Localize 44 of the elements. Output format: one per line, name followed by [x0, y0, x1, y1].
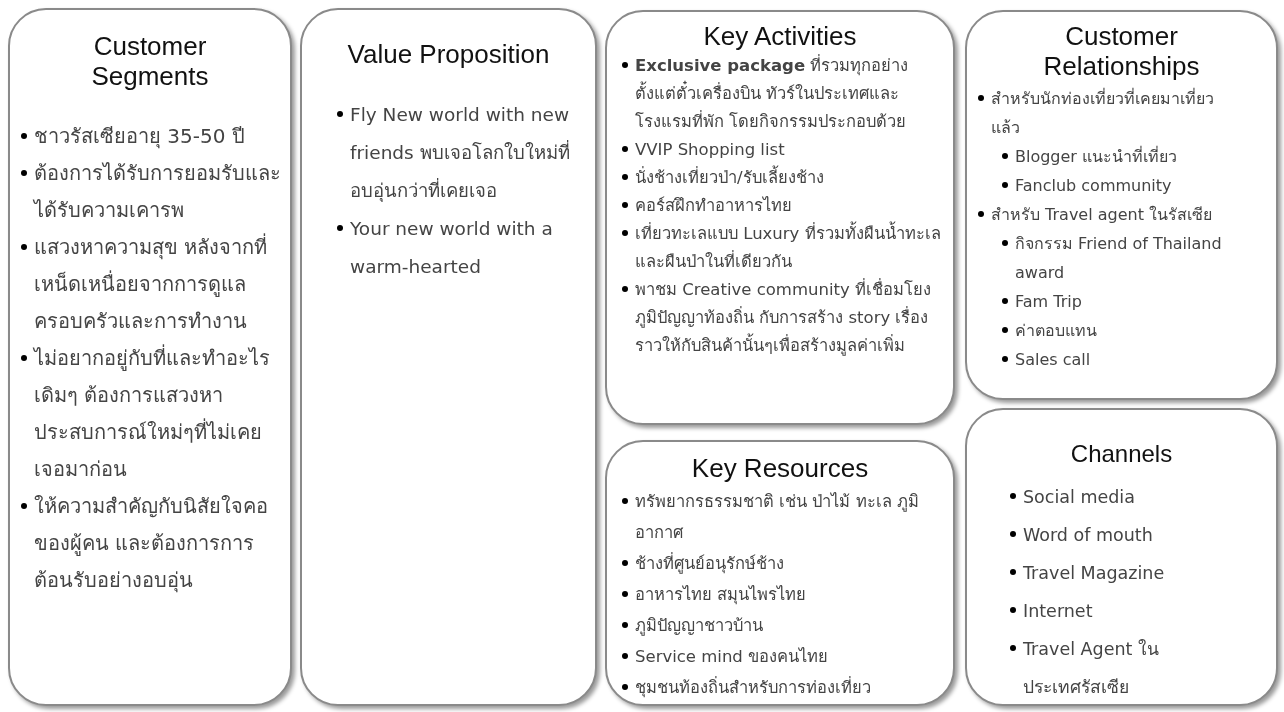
list-item: นั่งช้างเที่ยวป่า/รับเลี้ยงช้าง	[635, 164, 825, 189]
list-item: ช้างที่ศูนย์อนุรักษ์ช้าง	[635, 551, 785, 576]
list-item: VVIP Shopping list	[635, 138, 786, 161]
list-item: Fly New world with new friends พบเจอโลกใบใหม่ที่อบอุ่นกว่าที่เคยเจอ	[350, 102, 571, 204]
box-heading: Value Proposition	[346, 40, 551, 70]
list-item: Your new world with a warm-hearted	[350, 216, 554, 279]
list-item: ชาวรัสเซียอายุ 35-50 ปี	[34, 122, 246, 151]
canvas-box	[8, 8, 292, 706]
list-item: Social media	[1023, 485, 1136, 509]
list-item: Fam Trip	[1015, 290, 1083, 313]
list-item: Exclusive package ที่รวมทุกอย่างตั้งแต่ตั๋วเครื่องบิน ทัวร์ในประเทศและโรงแรมที่พัก โดยกิจกรรมประกอบด้วย	[635, 53, 910, 133]
list-item: ค่าตอบแทน	[1015, 319, 1098, 342]
box-heading: Channels	[1069, 440, 1174, 468]
list-item: สำหรับนักท่องเที่ยวที่เคยมาเที่ยวแล้ว	[991, 87, 1215, 139]
canvas-box	[300, 8, 597, 706]
list-item: ไม่อยากอยู่กับที่และทำอะไรเดิมๆ ต้องการแสวงหาประสบการณ์ใหม่ๆที่ไม่เคยเจอมาก่อน	[34, 343, 271, 483]
list-item: ทรัพยากรธรรมชาติ เช่น ป่าไม้ ทะเล ภูมิอากาศ	[635, 490, 920, 544]
list-item: กิจกรรม Friend of Thailand award	[1015, 232, 1223, 284]
list-item: Blogger แนะนำที่เที่ยว	[1015, 145, 1179, 168]
list-item: Fanclub community	[1015, 174, 1173, 197]
box-heading: Key Resources	[690, 454, 870, 484]
list-item: สำหรับ Travel agent ในรัสเซีย	[991, 203, 1214, 226]
list-item: ภูมิปัญญาชาวบ้าน	[635, 614, 764, 638]
box-heading: Customer Segments	[90, 32, 210, 92]
canvas-box	[605, 10, 955, 425]
list-item: ให้ความสำคัญกับนิสัยใจคอของผู้คน และต้องการการต้อนรับอย่างอบอุ่น	[34, 492, 269, 595]
list-item: Travel Agent ในประเทศรัสเซีย	[1023, 637, 1160, 699]
canvas-box	[965, 10, 1278, 400]
list-item: แสวงหาความสุข หลังจากที่เหน็ดเหนื่อยจากการดูแลครอบครัวและการทำงาน	[34, 232, 269, 335]
box-heading: Key Activities	[702, 22, 858, 52]
list-item: Service mind ของคนไทย	[635, 645, 830, 668]
list-item: คอร์สฝึกทำอาหารไทย	[635, 194, 793, 217]
list-item: อาหารไทย สมุนไพรไทย	[635, 583, 808, 607]
list-item: พาชม Creative community ที่เชื่อมโยงภูมิปัญญาท้องถิ่น กับการสร้าง story เรื่องราวให้กับสินค้านั้นๆเพื่อสร้างมูลค่าเพิ่ม	[635, 277, 932, 358]
list-item: Word of mouth	[1023, 523, 1154, 547]
box-heading: Customer Relationships	[1042, 22, 1201, 82]
list-item: ชุมชนท้องถิ่นสำหรับการท่องเที่ยว	[635, 675, 872, 700]
list-item: Travel Magazine	[1023, 561, 1166, 585]
list-item: Internet	[1023, 599, 1094, 623]
list-item: Sales call	[1015, 348, 1092, 371]
list-item: เที่ยวทะเลแบบ Luxury ที่รวมทั้งผืนน้ำทะเลและผืนป่าในที่เดียวกัน	[635, 220, 941, 273]
list-item: ต้องการได้รับการยอมรับและได้รับความเคารพ	[34, 159, 282, 224]
canvas-box	[965, 408, 1278, 706]
canvas-box	[605, 440, 955, 706]
